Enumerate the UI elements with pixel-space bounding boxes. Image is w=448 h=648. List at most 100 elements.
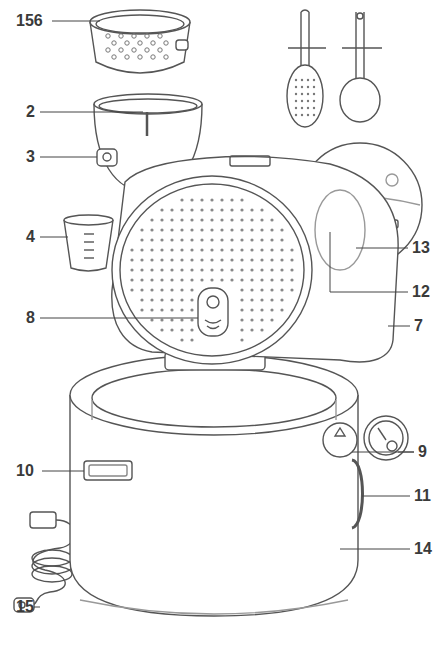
hole-dot [270,228,273,231]
hole-dot [301,114,303,116]
hole-dot [250,288,253,291]
hole-dot [190,218,193,221]
hole-dot [200,228,203,231]
hole-dot [295,86,297,88]
hole-dot [160,268,163,271]
hole-dot [150,288,153,291]
hole-dot [313,107,315,109]
hole-dot [307,79,309,81]
hole-dot [270,248,273,251]
hole-dot [200,278,203,281]
hole-dot [170,268,173,271]
hole-dot [270,298,273,301]
hole-dot [301,79,303,81]
hole-dot [160,298,163,301]
callout-number: 15 [16,598,34,616]
hole-dot [250,298,253,301]
hole-dot [190,238,193,241]
hole-dot [220,248,223,251]
hole-dot [250,308,253,311]
hole-dot [138,41,142,45]
hole-dot [280,278,283,281]
hole-dot [200,248,203,251]
measuring-cup [64,215,113,271]
hole-dot [290,288,293,291]
callout-number: 10 [16,462,34,480]
hole-dot [250,208,253,211]
callout-number: 11 [414,487,431,505]
hole-dot [190,268,193,271]
hole-dot [307,93,309,95]
hole-dot [270,258,273,261]
hole-dot [140,238,143,241]
callout-number: 7 [414,317,423,335]
hole-dot [260,238,263,241]
hole-dot [313,79,315,81]
hole-dot [180,278,183,281]
hole-dot [180,318,183,321]
hole-dot [240,228,243,231]
callout-number: 14 [414,540,432,558]
hole-dot [295,79,297,81]
callout-number: 12 [412,283,430,301]
hole-dot [140,248,143,251]
hole-dot [160,238,163,241]
hole-dot [290,278,293,281]
hole-dot [210,268,213,271]
hole-dot [220,278,223,281]
hole-dot [170,228,173,231]
hole-dot [160,318,163,321]
hole-dot [250,248,253,251]
hole-dot [220,238,223,241]
hole-dot [180,238,183,241]
hole-dot [170,298,173,301]
hole-dot [220,208,223,211]
hole-dot [230,248,233,251]
hole-dot [307,107,309,109]
hole-dot [145,48,149,52]
hole-dot [190,328,193,331]
hole-dot [280,298,283,301]
hole-dot [280,228,283,231]
hole-dot [220,198,223,201]
hole-dot [150,308,153,311]
hole-dot [190,258,193,261]
hole-dot [250,328,253,331]
hole-dot [313,86,315,88]
hole-dot [230,268,233,271]
steam-valve-parts [323,416,408,460]
hole-dot [158,34,162,38]
hole-dot [112,41,116,45]
hole-dot [240,248,243,251]
hole-dot [140,228,143,231]
hole-dot [210,248,213,251]
hole-dot [307,100,309,102]
hole-dot [220,268,223,271]
hole-dot [240,328,243,331]
hole-dot [151,55,155,59]
hole-dot [230,198,233,201]
hole-dot [240,258,243,261]
hole-dot [150,298,153,301]
hole-dot [230,228,233,231]
hole-dot [150,228,153,231]
callout-number: 9 [418,443,427,461]
hole-dot [313,93,315,95]
hole-dot [140,308,143,311]
hole-dot [145,34,149,38]
hole-dot [160,248,163,251]
hole-dot [164,55,168,59]
hole-dot [106,48,110,52]
hole-dot [130,278,133,281]
hole-dot [240,208,243,211]
hole-dot [180,248,183,251]
hole-dot [200,238,203,241]
hole-dot [150,258,153,261]
hole-dot [210,278,213,281]
hole-dot [270,278,273,281]
hole-dot [295,93,297,95]
hole-dot [160,328,163,331]
hole-dot [270,218,273,221]
hole-dot [210,238,213,241]
